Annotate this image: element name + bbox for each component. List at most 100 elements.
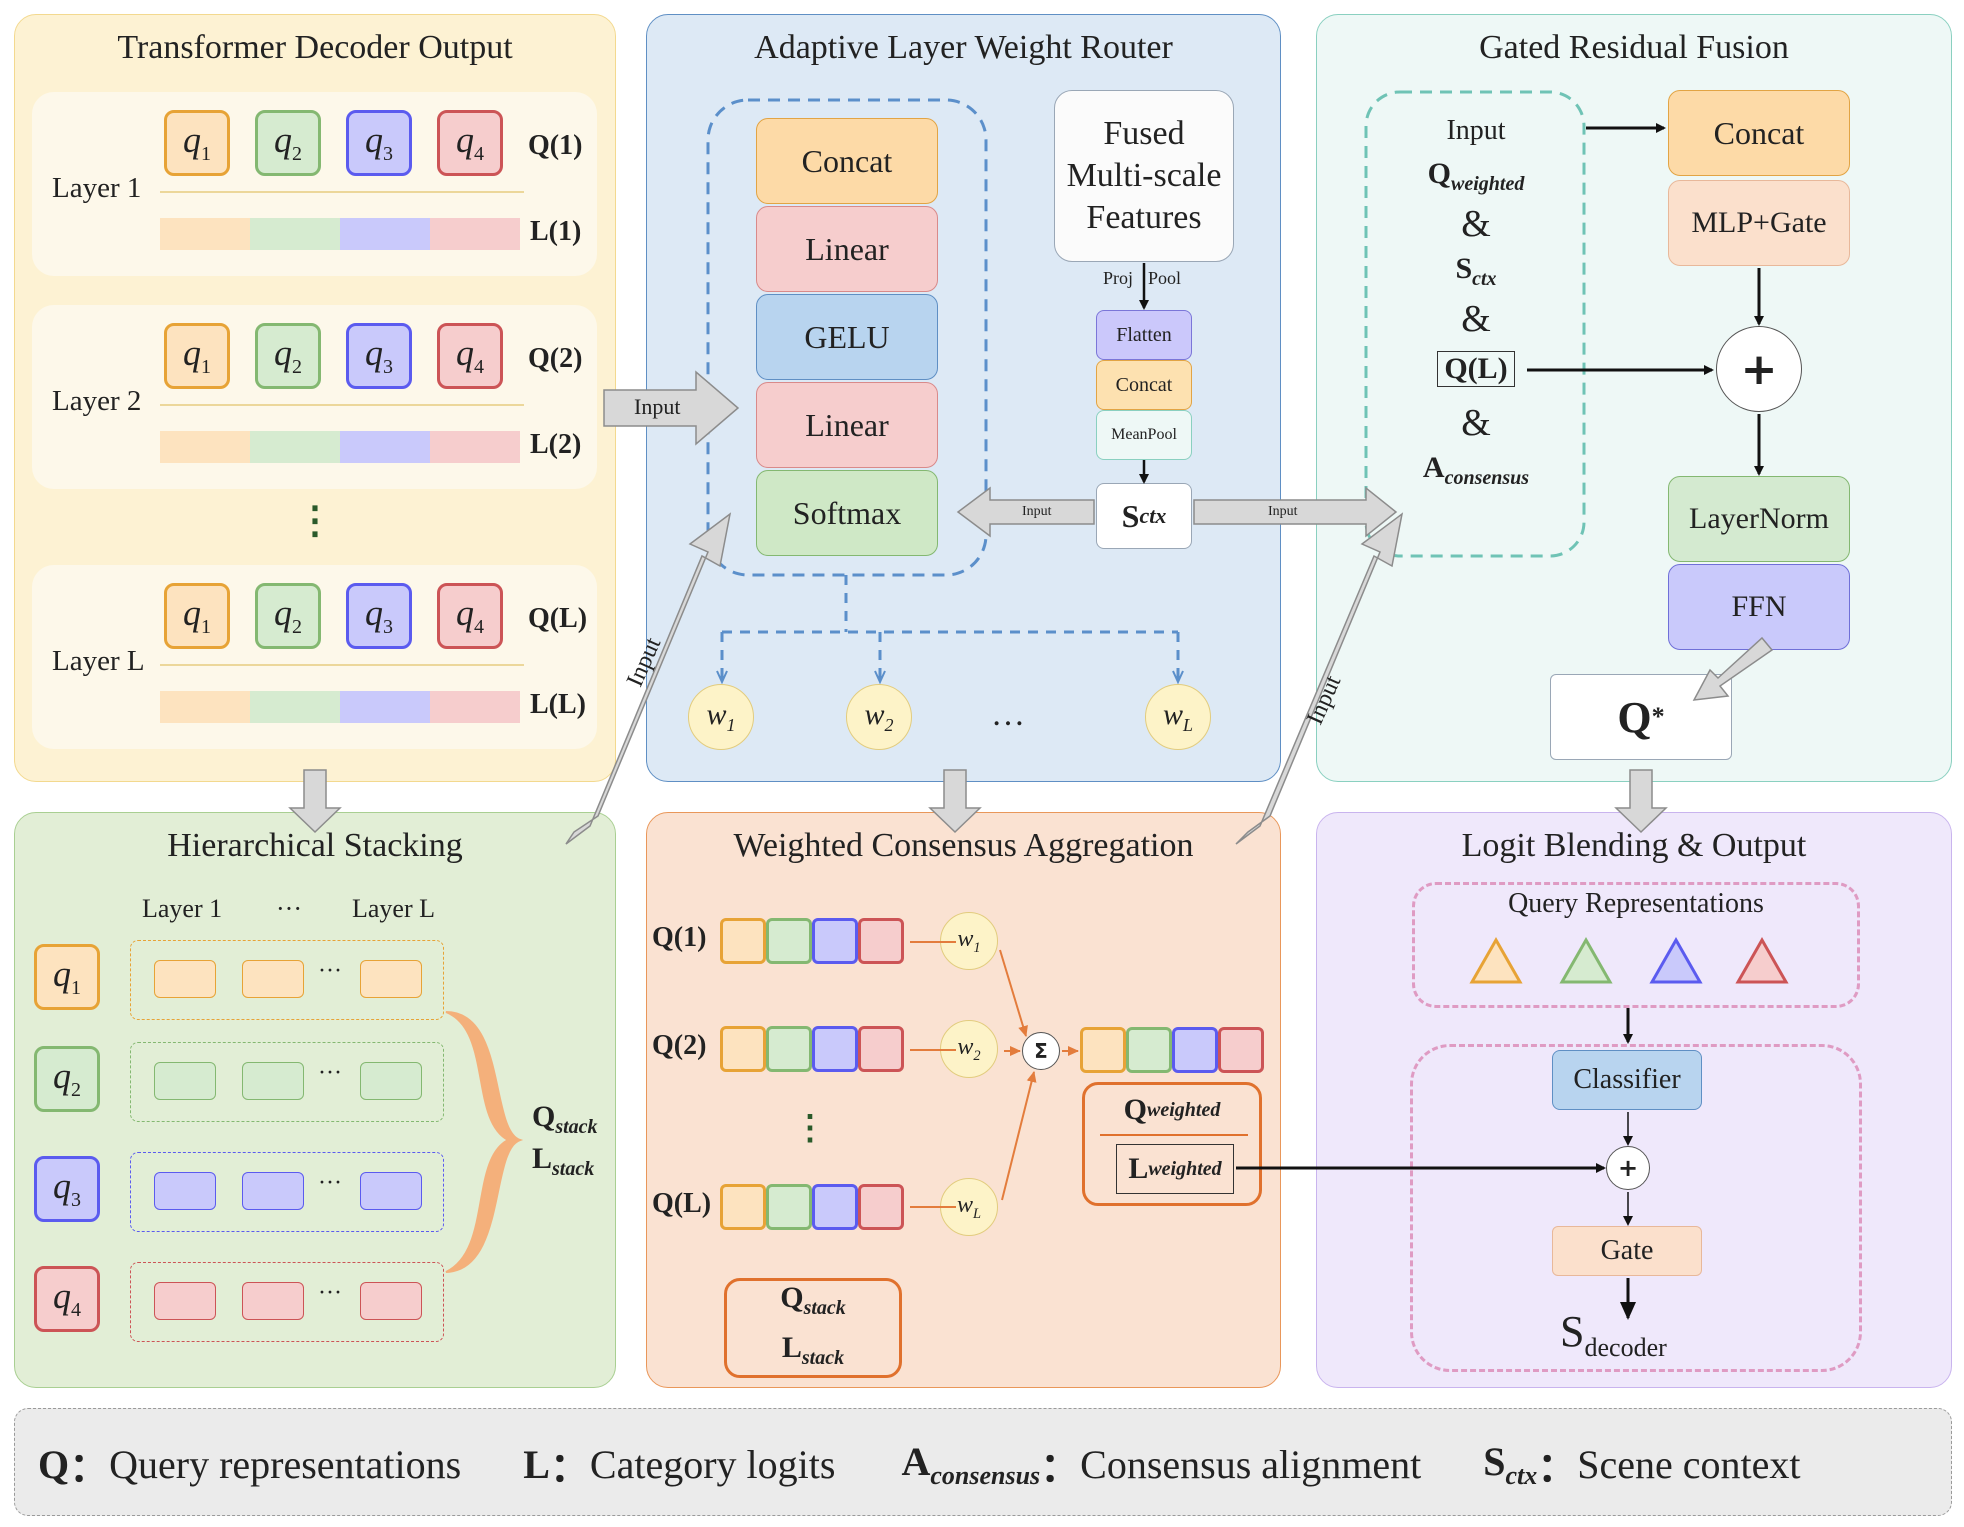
cons-row-label: Q(L) <box>652 1188 712 1219</box>
layer-l-label: L(2) <box>530 429 582 460</box>
query-chip-3: q3 <box>346 583 412 649</box>
cons-cell-3 <box>812 918 858 964</box>
stack-ref-q: Qstack <box>780 1281 846 1319</box>
cons-cell-1 <box>720 918 766 964</box>
stack-row-dots: ··· <box>318 1170 342 1196</box>
cons-cell-1 <box>720 1184 766 1230</box>
stack-query-chip-1: q1 <box>34 944 100 1010</box>
fusion-q-l: Q(L) <box>1437 350 1515 387</box>
stack-query-chip-4: q4 <box>34 1266 100 1332</box>
query-chip-3: q3 <box>346 110 412 176</box>
layer-q-label: Q(L) <box>528 603 588 634</box>
stack-cell <box>154 1172 216 1210</box>
weighted-divider <box>1100 1134 1248 1136</box>
weight-w1: w1 <box>688 684 754 750</box>
legend-content: Q ： Query representations L ： Category l… <box>38 1434 1801 1494</box>
panel-title: Adaptive Layer Weight Router <box>754 29 1173 66</box>
cons-cell-3 <box>812 1026 858 1072</box>
weighted-cell-3 <box>1172 1027 1218 1073</box>
legend-q-key: Q <box>38 1441 70 1487</box>
fused-features-box: Fused Multi-scale Features <box>1054 90 1234 262</box>
legend-colon: ： <box>69 1445 110 1490</box>
legend-s-key: Sctx <box>1483 1438 1538 1490</box>
logit-segment-1 <box>160 431 250 463</box>
logit-segment-2 <box>250 431 340 463</box>
fusion-plus-node: + <box>1716 326 1802 412</box>
vertical-dots: ⋮ <box>296 499 334 542</box>
concat-small-box: Concat <box>1096 360 1192 410</box>
mlp-gate-box: MLP+Gate <box>1668 180 1850 266</box>
fusion-input-list: Input Qweighted & Sctx & Q(L) & Aconsens… <box>1366 92 1586 512</box>
q-star-box: Q* <box>1550 674 1732 760</box>
fused-line-2: Multi-scale <box>1066 157 1222 194</box>
fused-line-3: Features <box>1086 199 1202 236</box>
fusion-amp-3: & <box>1461 401 1491 444</box>
cons-row-label: Q(2) <box>652 1030 707 1061</box>
cons-weight-1: w1 <box>940 912 998 970</box>
layer-label: Layer 1 <box>52 172 142 204</box>
cons-weight-3: wL <box>940 1178 998 1236</box>
query-chip-4: q4 <box>437 323 503 389</box>
cons-cell-2 <box>766 918 812 964</box>
arrow-input-small-right-label: Input <box>1268 504 1298 519</box>
router-op-linear: Linear <box>756 382 938 468</box>
logit-segment-2 <box>250 691 340 723</box>
meanpool-box: MeanPool <box>1096 410 1192 460</box>
panel-title: Gated Residual Fusion <box>1479 29 1789 66</box>
cons-cell-1 <box>720 1026 766 1072</box>
stack-row-box <box>130 1042 444 1122</box>
weight-wl: wL <box>1145 684 1211 750</box>
stack-ref-l: Lstack <box>781 1331 845 1369</box>
stack-cell <box>360 960 422 998</box>
logit-segment-4 <box>430 218 520 250</box>
stack-cell <box>360 1062 422 1100</box>
layernorm-box: LayerNorm <box>1668 476 1850 562</box>
layer-q-label: Q(1) <box>528 130 583 161</box>
stack-cell <box>360 1172 422 1210</box>
blend-plus-node: + <box>1606 1146 1650 1190</box>
legend-q-desc: Query representations <box>109 1441 462 1487</box>
layer-divider <box>160 191 524 193</box>
legend-colon: ： <box>1537 1445 1578 1490</box>
weighted-cell-2 <box>1126 1027 1172 1073</box>
stack-cell <box>242 1062 304 1100</box>
weighted-cell-4 <box>1218 1027 1264 1073</box>
fusion-q-weighted: Qweighted <box>1427 156 1525 195</box>
legend-l-key: L <box>523 1441 550 1487</box>
query-chip-1: q1 <box>164 583 230 649</box>
q-stack-label: Qstack <box>532 1100 598 1138</box>
router-op-linear: Linear <box>756 206 938 292</box>
cons-cell-4 <box>858 1026 904 1072</box>
pool-label: Pool <box>1148 268 1182 288</box>
query-chip-2: q2 <box>255 110 321 176</box>
panel-title: Hierarchical Stacking <box>167 827 463 864</box>
layer-label: Layer 2 <box>52 385 142 417</box>
legend-l-desc: Category logits <box>589 1441 836 1487</box>
arrow-input-small-left-label: Input <box>1022 504 1052 519</box>
fusion-amp-2: & <box>1461 297 1491 340</box>
cons-vertical-dots: ⋮ <box>793 1110 827 1147</box>
fusion-input-label: Input <box>1446 114 1506 146</box>
legend-a-desc: Consensus alignment <box>1080 1441 1422 1487</box>
cons-weight-2: w2 <box>940 1020 998 1078</box>
classifier-region <box>1410 1044 1862 1372</box>
stack-row-dots: ··· <box>318 958 342 984</box>
stack-cell <box>242 1172 304 1210</box>
cons-row-label: Q(1) <box>652 922 707 953</box>
logit-segment-4 <box>430 691 520 723</box>
logit-segment-2 <box>250 218 340 250</box>
router-op-gelu: GELU <box>756 294 938 380</box>
query-repr-label: Query Representations <box>1508 888 1764 919</box>
ffn-box: FFN <box>1668 564 1850 650</box>
fusion-concat-box: Concat <box>1668 90 1850 176</box>
fused-line-1: Fused <box>1103 115 1185 152</box>
stack-query-chip-3: q3 <box>34 1156 100 1222</box>
layer-divider <box>160 664 524 666</box>
weights-ellipsis: … <box>991 696 1025 733</box>
panel-title: Logit Blending & Output <box>1461 827 1807 864</box>
stack-cell <box>242 1282 304 1320</box>
classifier-box: Classifier <box>1552 1050 1702 1110</box>
cons-cell-2 <box>766 1184 812 1230</box>
